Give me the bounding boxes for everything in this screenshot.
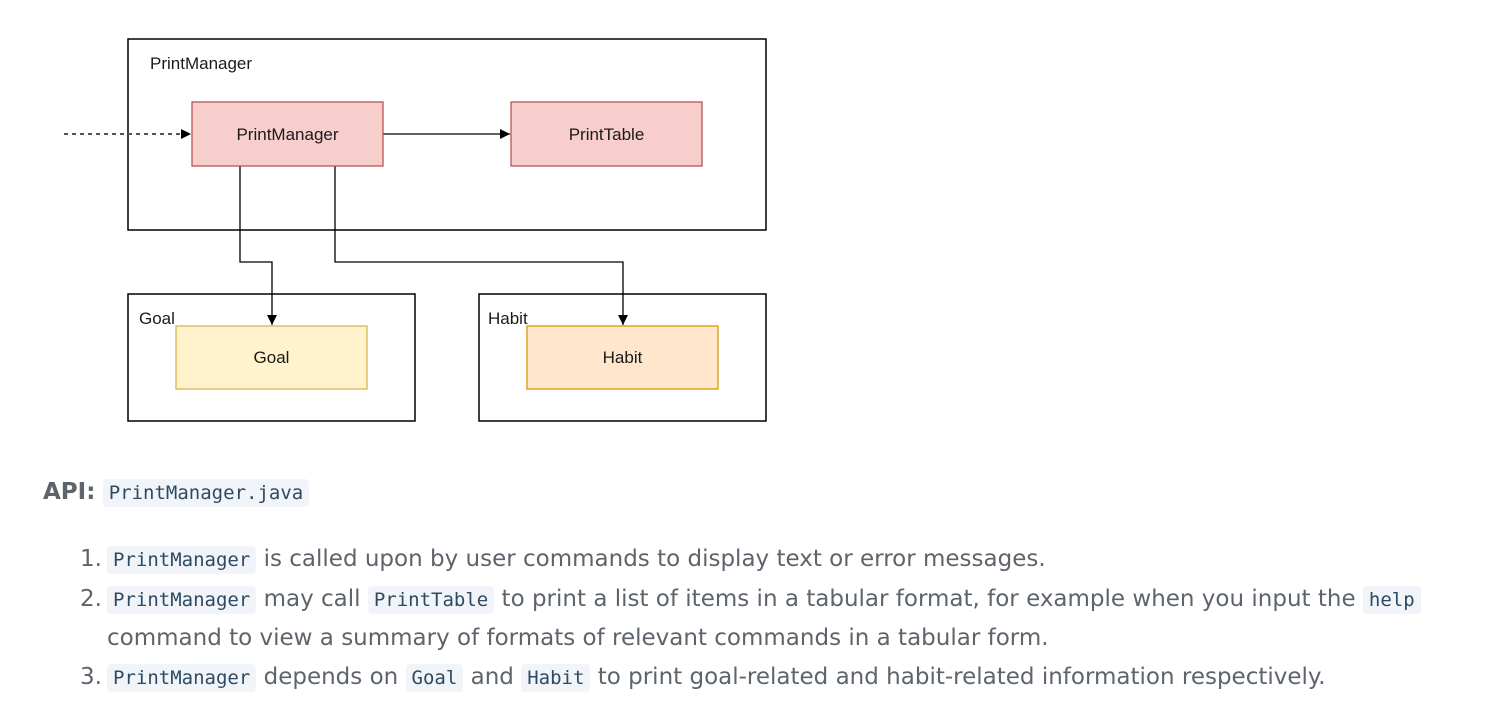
description-list: 1.PrintManager is called upon by user co… xyxy=(80,540,1480,697)
inline-code: PrintManager xyxy=(107,585,257,614)
api-file-code: PrintManager.java xyxy=(102,479,310,507)
list-number: 3. xyxy=(80,663,102,690)
list-text: and xyxy=(463,663,522,690)
list-text: may call xyxy=(256,585,368,612)
inline-code: PrintTable xyxy=(367,585,495,614)
habit-node-label: Habit xyxy=(603,348,643,367)
inline-code: Goal xyxy=(405,663,464,692)
list-text: command to view a summary of formats of … xyxy=(107,625,1049,651)
list-text: to print goal-related and habit-related … xyxy=(590,663,1326,690)
inline-code: Habit xyxy=(521,663,591,692)
inline-code: help xyxy=(1362,585,1421,614)
api-label: API: xyxy=(43,479,96,505)
list-item: 3.PrintManager depends on Goal and Habit… xyxy=(80,658,1480,698)
printmanager-to-goal-arrow xyxy=(239,166,277,325)
goal-container-label: Goal xyxy=(139,309,175,328)
goal-node: Goal xyxy=(175,325,368,390)
printmanager-node: PrintManager xyxy=(191,101,384,167)
list-number: 2. xyxy=(80,585,102,612)
list-item: 2.PrintManager may call PrintTable to pr… xyxy=(80,580,1480,658)
habit-container-label: Habit xyxy=(488,309,528,328)
goal-node-label: Goal xyxy=(254,348,290,367)
habit-node: Habit xyxy=(526,325,719,390)
list-number: 1. xyxy=(80,546,102,572)
inline-code: PrintManager xyxy=(107,546,257,574)
list-text: depends on xyxy=(256,663,406,690)
printtable-node-label: PrintTable xyxy=(569,125,645,144)
api-line: API: PrintManager.java xyxy=(43,479,310,507)
list-item: 1.PrintManager is called upon by user co… xyxy=(80,540,1480,580)
list-text: is called upon by user commands to displ… xyxy=(256,546,1046,572)
architecture-diagram: PrintManager Goal Habit PrintManager Pri… xyxy=(64,38,767,422)
printmanager-container-label: PrintManager xyxy=(150,54,252,73)
printmanager-to-habit-arrow xyxy=(334,166,628,325)
printmanager-node-label: PrintManager xyxy=(236,125,338,144)
printtable-node: PrintTable xyxy=(510,101,703,167)
inline-code: PrintManager xyxy=(107,663,257,692)
list-text: to print a list of items in a tabular fo… xyxy=(494,585,1363,612)
